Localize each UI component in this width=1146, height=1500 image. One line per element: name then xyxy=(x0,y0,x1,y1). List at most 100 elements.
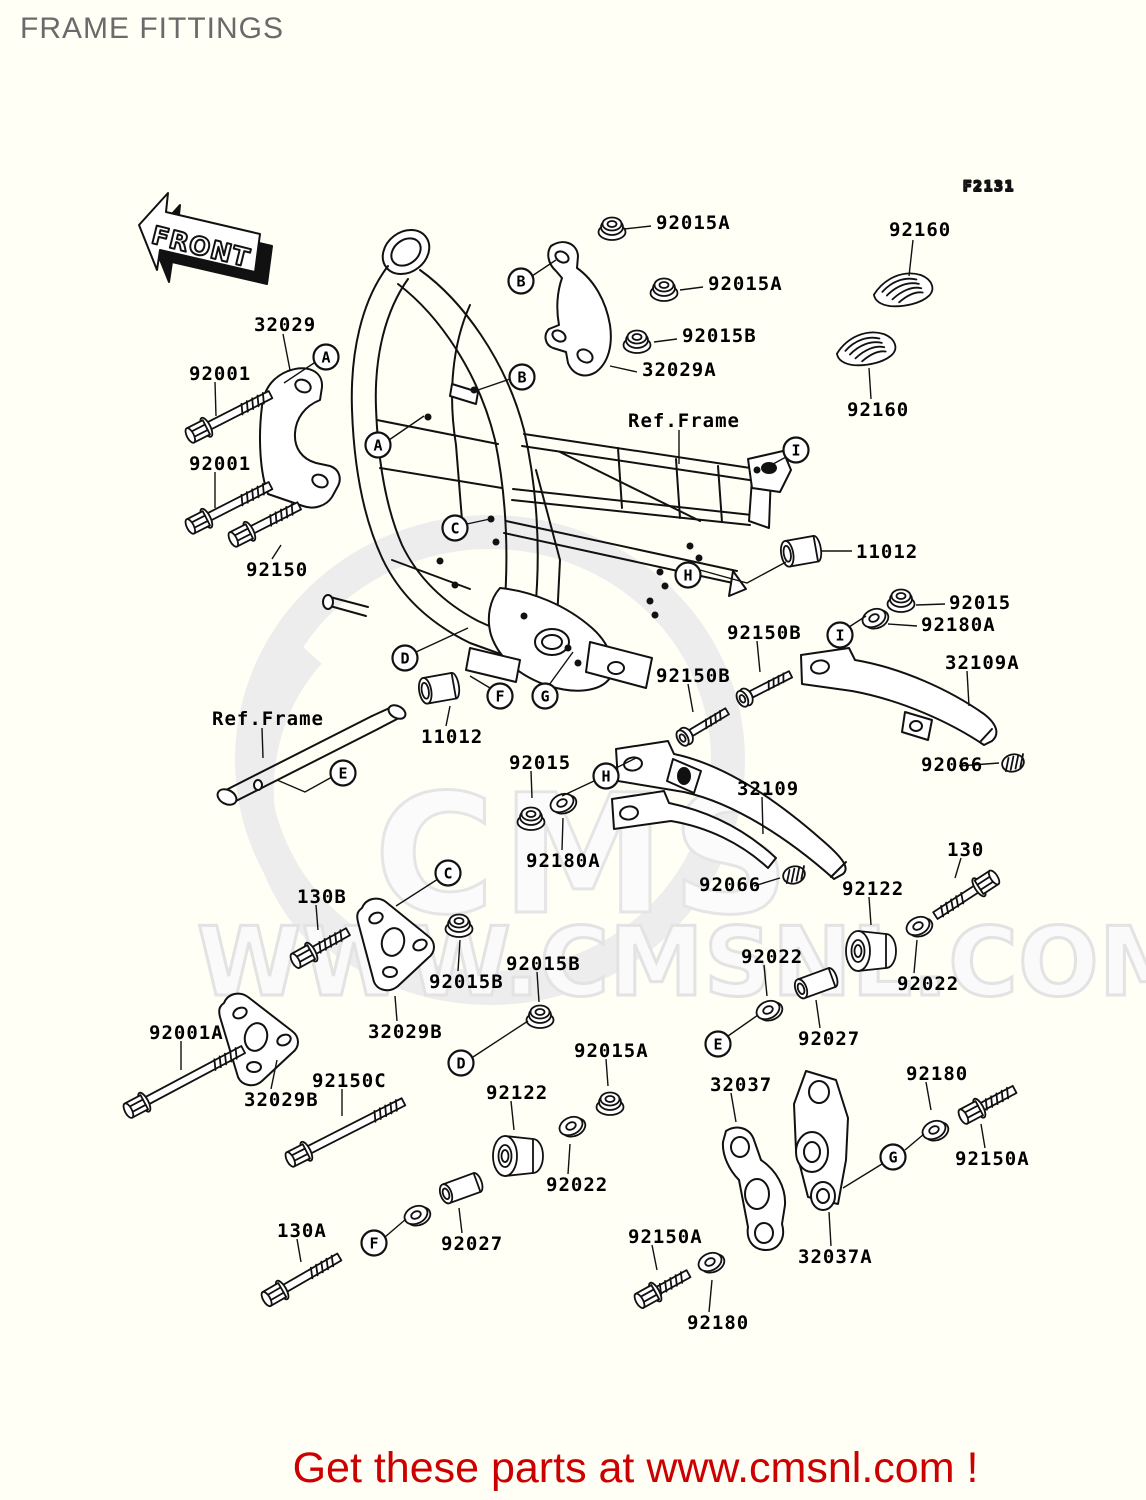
callout-letter-g: G xyxy=(888,1149,897,1167)
leader-line xyxy=(842,1163,883,1189)
part-label: 32037A xyxy=(798,1246,873,1268)
cmsnl-banner-link[interactable]: Get these parts at www.cmsnl.com ! xyxy=(292,1444,979,1492)
leader-line xyxy=(469,675,491,689)
part-label: 92180 xyxy=(906,1063,968,1085)
callout-d xyxy=(391,644,419,672)
part-damper xyxy=(873,272,934,308)
frame-bolt-dot xyxy=(564,644,572,652)
frame-bolt-dot xyxy=(661,582,669,590)
part-plug xyxy=(1001,753,1025,773)
part-label: 92150A xyxy=(955,1148,1030,1170)
pipe-ref-frame xyxy=(216,704,407,806)
part-label: 32109 xyxy=(737,778,799,800)
part-nut xyxy=(886,588,916,613)
callout-letter-g: G xyxy=(540,688,549,706)
leader-line xyxy=(530,770,533,799)
leader-line xyxy=(283,362,315,384)
callout-c xyxy=(441,514,469,542)
part-hex-bolt xyxy=(184,390,274,444)
leader-line xyxy=(531,259,557,277)
part-washer xyxy=(921,1119,950,1142)
part-plug xyxy=(782,865,806,885)
part-label: 92015 xyxy=(949,592,1011,614)
leader-line xyxy=(567,1143,571,1175)
leader-line xyxy=(761,796,764,835)
leader-line xyxy=(727,1014,759,1037)
frame-drawing xyxy=(322,228,792,692)
callout-letter-e: E xyxy=(338,765,347,783)
part-label: 32029B xyxy=(244,1089,319,1111)
callout-letter-f: F xyxy=(495,688,504,706)
callout-letter-c: C xyxy=(443,865,452,883)
part-label: 92015B xyxy=(682,325,757,347)
callout-a xyxy=(312,343,340,371)
page-title: FRAME FITTINGS xyxy=(20,12,284,45)
part-label: 32029 xyxy=(254,314,316,336)
callout-b xyxy=(508,363,536,391)
callout-e xyxy=(329,759,357,787)
frame-bolt-dot xyxy=(651,611,659,619)
part-label: 92027 xyxy=(798,1028,860,1050)
part-label: 130A xyxy=(277,1220,327,1242)
callout-letter-h: H xyxy=(683,567,692,585)
leader-line xyxy=(445,705,451,727)
part-bushing xyxy=(780,535,823,568)
part-label: 130 xyxy=(947,839,984,861)
leader-line xyxy=(908,239,914,277)
callout-i xyxy=(782,436,810,464)
part-label: 92180 xyxy=(687,1312,749,1334)
part-label: Ref.Frame xyxy=(628,410,740,432)
part-nut xyxy=(525,1004,555,1029)
part-hex-bolt xyxy=(957,1084,1018,1125)
part-label: 92150 xyxy=(246,559,308,581)
leader-line xyxy=(276,776,333,793)
link-32037a xyxy=(793,1070,849,1211)
part-nut xyxy=(595,1091,625,1116)
callout-letter-c: C xyxy=(450,520,459,538)
part-nut xyxy=(622,329,652,354)
leader-line xyxy=(394,995,398,1022)
part-label: 92066 xyxy=(921,754,983,776)
leader-line xyxy=(756,640,761,673)
part-label: 32037 xyxy=(710,1074,772,1096)
part-label: 92022 xyxy=(741,946,803,968)
part-washer xyxy=(403,1204,432,1227)
part-label: 92015A xyxy=(656,212,731,234)
leader-line xyxy=(868,367,872,400)
part-label: 130B xyxy=(297,886,347,908)
leader-line xyxy=(763,964,768,997)
part-roller xyxy=(492,1135,544,1177)
callout-letter-b: B xyxy=(516,273,525,291)
part-damper xyxy=(836,331,897,367)
callout-letter-a: A xyxy=(321,349,330,367)
leader-line xyxy=(761,456,787,471)
leader-line xyxy=(651,1244,658,1271)
part-hex-bolt xyxy=(184,481,274,535)
part-socket-bolt xyxy=(675,707,730,747)
leader-line xyxy=(615,757,637,769)
callout-letter-i: I xyxy=(791,442,800,460)
leader-line xyxy=(904,1133,925,1151)
callout-letter-e: E xyxy=(713,1036,722,1054)
part-label: 92001A xyxy=(149,1022,224,1044)
part-hex-bolt xyxy=(932,869,1001,920)
part-washer xyxy=(558,1115,587,1138)
leader-line xyxy=(282,333,291,371)
part-label: 92122 xyxy=(842,878,904,900)
part-label: 92001 xyxy=(189,363,251,385)
part-label: 92015B xyxy=(506,953,581,975)
leader-line xyxy=(966,670,970,707)
part-hex-bolt xyxy=(633,1269,692,1309)
part-hex-bolt xyxy=(284,1097,407,1168)
part-label: Ref.Frame xyxy=(212,708,324,730)
part-hex-bolt xyxy=(122,1045,246,1119)
callout-f xyxy=(486,682,514,710)
part-nut xyxy=(649,277,679,302)
callout-h xyxy=(592,762,620,790)
leader-line xyxy=(605,1058,609,1087)
frame-bolt-dot xyxy=(574,659,582,667)
leader-line xyxy=(477,378,511,391)
part-label: 92022 xyxy=(897,973,959,995)
part-label: 92066 xyxy=(699,874,761,896)
callout-i xyxy=(826,621,854,649)
